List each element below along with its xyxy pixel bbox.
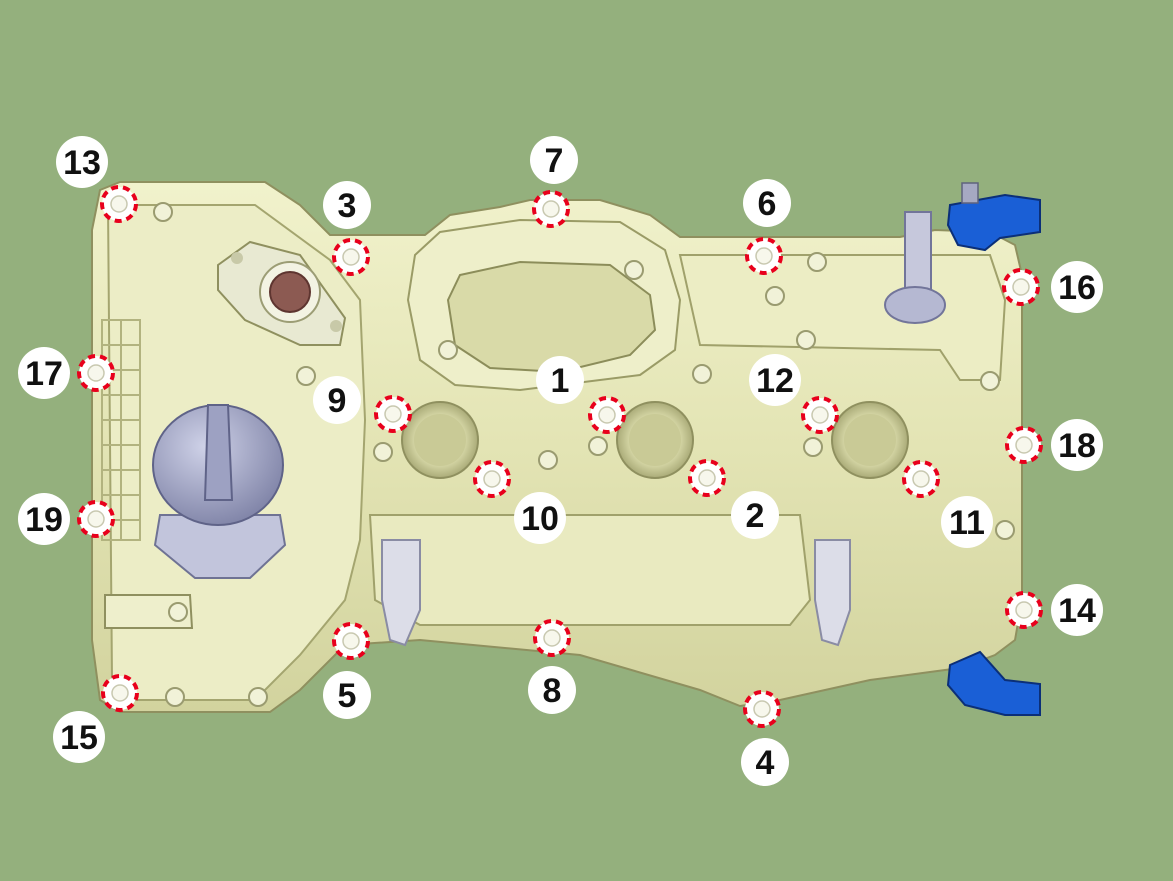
callout-10: 10 [514,492,566,544]
bolt-marker-9 [374,395,412,433]
callout-18-text: 18 [1058,427,1096,465]
callout-5-text: 5 [338,677,357,715]
callout-14: 14 [1051,584,1103,636]
bolt-markers [77,185,1043,728]
bolt-marker-7 [532,190,570,228]
callout-7-text: 7 [545,142,564,180]
sensor-post-icon [884,211,946,324]
callout-19-text: 19 [25,501,63,539]
callout-12-text: 12 [756,362,794,400]
bolt-marker-2 [688,459,726,497]
callout-17-text: 17 [25,355,63,393]
callout-4-text: 4 [756,744,775,782]
callout-3: 3 [323,181,371,229]
callout-15: 15 [53,711,105,763]
connector-top-icon [946,182,1041,252]
callout-13-text: 13 [63,144,101,182]
callout-6-text: 6 [758,185,777,223]
bolt-marker-5 [332,622,370,660]
callout-17: 17 [18,347,70,399]
callout-7: 7 [530,136,578,184]
bolt-marker-8 [533,619,571,657]
callout-19: 19 [18,493,70,545]
callout-13: 13 [56,136,108,188]
plain-bolt-heads [153,202,1015,707]
bolt-marker-18 [1005,426,1043,464]
callout-4: 4 [741,738,789,786]
callout-2-text: 2 [746,497,765,535]
callout-15-text: 15 [60,719,98,757]
bolt-marker-12 [801,396,839,434]
callout-8: 8 [528,666,576,714]
bolt-marker-11 [902,460,940,498]
callout-11-text: 11 [949,504,985,542]
bolt-marker-16 [1002,268,1040,306]
bolt-marker-6 [745,237,783,275]
connector-bottom-icon [946,650,1041,716]
bolt-marker-3 [332,238,370,276]
callout-6: 6 [743,179,791,227]
callout-8-text: 8 [543,672,562,710]
bolt-marker-13 [100,185,138,223]
callout-11: 11 [941,496,993,548]
oil-filler-cap-icon [152,404,287,579]
bolt-marker-10 [473,460,511,498]
bolt-marker-1 [588,396,626,434]
callout-10-text: 10 [521,500,559,538]
callout-2: 2 [731,491,779,539]
callout-14-text: 14 [1058,592,1096,630]
callout-16-text: 16 [1058,269,1096,307]
callout-1: 1 [536,356,584,404]
pcv-valve-flange [217,240,347,346]
bolt-marker-17 [77,354,115,392]
bolt-marker-14 [1005,591,1043,629]
callout-12: 12 [749,354,801,406]
bolt-marker-15 [101,674,139,712]
callout-18: 18 [1051,419,1103,471]
callout-1-text: 1 [551,362,570,400]
bolt-marker-4 [743,690,781,728]
callout-labels: 1 2 3 4 5 6 7 8 9 10 11 12 13 14 15 16 1… [18,136,1103,786]
bolt-marker-19 [77,500,115,538]
callout-9: 9 [313,376,361,424]
callout-3-text: 3 [338,187,357,225]
callout-9-text: 9 [328,382,347,420]
callout-16: 16 [1051,261,1103,313]
callout-5: 5 [323,671,371,719]
